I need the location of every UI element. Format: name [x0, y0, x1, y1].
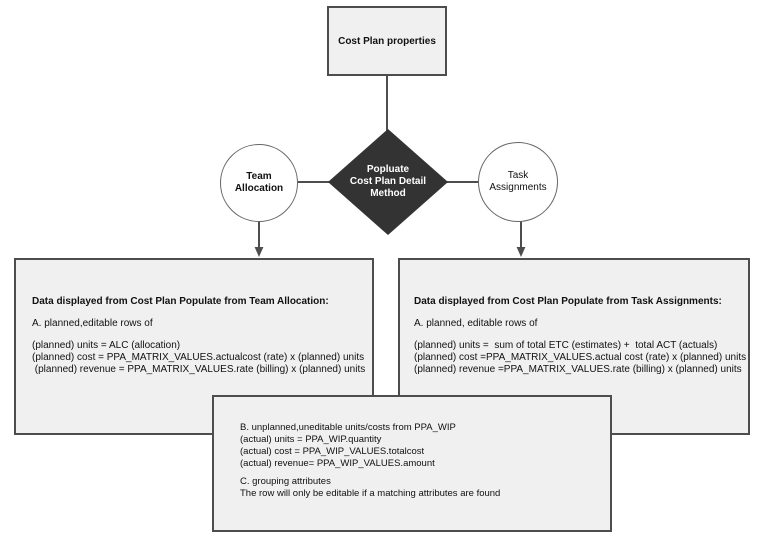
team-box-row-a: A. planned,editable rows of: [32, 318, 153, 329]
decision-diamond-shape: [328, 129, 448, 235]
wip-box-formula-units: (actual) units = PPA_WIP.quantity: [240, 434, 382, 445]
task-box-formula-cost: (planned) cost =PPA_MATRIX_VALUES.actual…: [414, 352, 747, 363]
wip-grouping-box: B. unplanned,uneditable units/costs from…: [212, 395, 612, 532]
decision-line-3: Method: [370, 188, 406, 199]
cost-plan-properties-label: Cost Plan properties: [338, 35, 436, 47]
wip-box-c-note: The row will only be editable if a match…: [240, 488, 501, 499]
team-box-formula-revenue: (planned) revenue = PPA_MATRIX_VALUES.ra…: [32, 364, 366, 375]
task-box-formula-units: (planned) units = sum of total ETC (esti…: [414, 340, 718, 351]
decision-diamond-label: Popluate Cost Plan Detail Method: [328, 164, 448, 200]
team-box-title: Data displayed from Cost Plan Populate f…: [32, 296, 329, 307]
wip-box-formula-cost: (actual) cost = PPA_WIP_VALUES.totalcost: [240, 446, 425, 457]
task-box-formula-revenue: (planned) revenue =PPA_MATRIX_VALUES.rat…: [414, 364, 742, 375]
wip-box-row-c: C. grouping attributes: [240, 476, 331, 487]
spacer: [32, 308, 366, 318]
task-box-row-a: A. planned, editable rows of: [414, 318, 538, 329]
decision-line-2: Cost Plan Detail: [349, 176, 427, 187]
spacer: [414, 308, 742, 318]
task-assignments-circle: Task Assignments: [478, 142, 558, 222]
team-circle-line-1: Team: [246, 171, 272, 182]
spacer: [414, 330, 742, 340]
wip-box-row-b: B. unplanned,uneditable units/costs from…: [240, 422, 456, 433]
cost-plan-properties-box: Cost Plan properties: [327, 6, 447, 76]
team-box-formula-cost: (planned) cost = PPA_MATRIX_VALUES.actua…: [32, 352, 365, 363]
team-allocation-data-box: Data displayed from Cost Plan Populate f…: [14, 258, 374, 435]
spacer: [32, 330, 366, 340]
team-allocation-circle: Team Allocation: [220, 144, 298, 222]
task-circle-line-2: Assignments: [489, 182, 547, 193]
wip-box-formula-revenue: (actual) revenue= PPA_WIP_VALUES.amount: [240, 458, 435, 469]
task-circle-line-1: Task: [507, 170, 529, 181]
arrowhead-task-box: [516, 247, 526, 257]
arrowhead-team-box: [254, 247, 264, 257]
team-circle-line-2: Allocation: [234, 183, 284, 194]
decision-line-1: Popluate: [366, 164, 410, 175]
team-box-formula-units: (planned) units = ALC (allocation): [32, 340, 181, 351]
task-box-title: Data displayed from Cost Plan Populate f…: [414, 296, 722, 307]
